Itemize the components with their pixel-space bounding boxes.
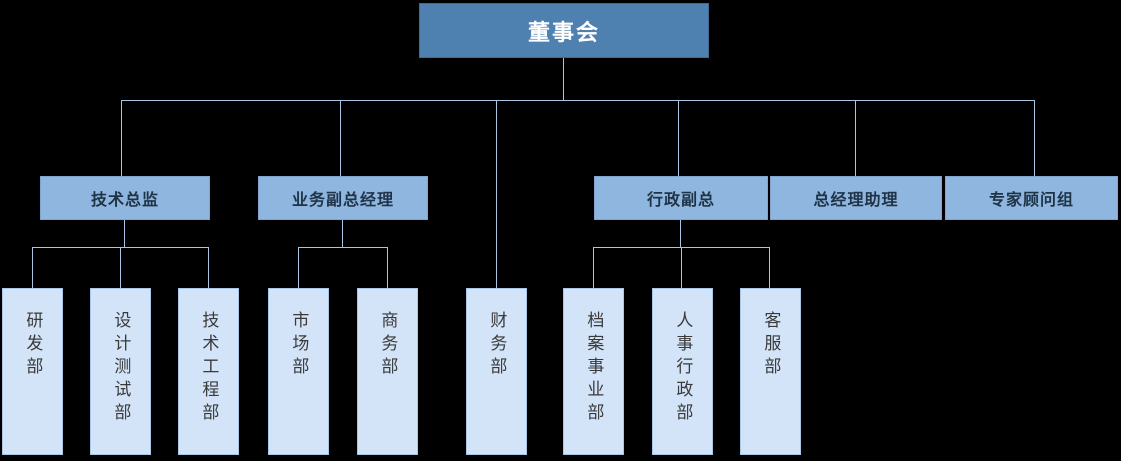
org-node-service-dept-label: 客服部 (761, 311, 781, 380)
org-node-rd-dept[interactable]: 研发部 (2, 288, 63, 455)
connector-drop-gm-assistant (855, 100, 856, 176)
org-node-tech-eng[interactable]: 技术工程部 (178, 288, 239, 455)
connector-drop-rd-dept (32, 247, 33, 288)
connector-drop-biz-vp (340, 100, 341, 176)
connector-stem-admin-vp (680, 220, 681, 247)
org-node-board[interactable]: 董事会 (419, 3, 709, 58)
org-node-business-dept[interactable]: 商务部 (357, 288, 418, 455)
org-node-finance-dept[interactable]: 财务部 (466, 288, 527, 455)
org-node-gm-assistant-label: 总经理助理 (813, 192, 899, 209)
org-node-tech-director-label: 技术总监 (90, 192, 159, 209)
org-node-tech-director[interactable]: 技术总监 (40, 176, 210, 220)
org-node-admin-vp-label: 行政副总 (646, 192, 715, 209)
org-node-gm-assistant[interactable]: 总经理助理 (770, 176, 942, 220)
org-node-design-test[interactable]: 设计测试部 (90, 288, 151, 455)
connector-stem-biz-vp (342, 220, 343, 247)
connector-root-bus (121, 100, 1034, 101)
connector-bus-biz-vp (298, 247, 388, 248)
connector-drop-admin-vp (678, 100, 679, 176)
org-node-biz-vp-label: 业务副总经理 (291, 192, 394, 209)
connector-drop-tech-eng (208, 247, 209, 288)
org-node-market-dept-label: 市场部 (289, 311, 309, 380)
org-node-tech-eng-label: 技术工程部 (199, 311, 219, 426)
org-node-market-dept[interactable]: 市场部 (268, 288, 329, 455)
org-node-biz-vp[interactable]: 业务副总经理 (258, 176, 428, 220)
org-node-design-test-label: 设计测试部 (111, 311, 131, 426)
connector-root-stem (563, 58, 564, 100)
org-node-board-label: 董事会 (527, 19, 600, 45)
connector-stem-tech-director (124, 220, 125, 247)
connector-drop-business-dept (387, 247, 388, 288)
org-node-expert-group-label: 专家顾问组 (988, 192, 1074, 209)
connector-drop-archive-dept (593, 247, 594, 288)
connector-drop-finance-dept (496, 100, 497, 288)
org-node-archive-dept[interactable]: 档案事业部 (563, 288, 624, 455)
connector-drop-hr-admin (681, 247, 682, 288)
org-node-hr-admin[interactable]: 人事行政部 (652, 288, 713, 455)
connector-drop-market-dept (298, 247, 299, 288)
org-node-archive-dept-label: 档案事业部 (584, 311, 604, 426)
connector-drop-expert-group (1034, 100, 1035, 176)
org-node-admin-vp[interactable]: 行政副总 (594, 176, 768, 220)
connector-drop-tech-director (121, 100, 122, 176)
org-node-hr-admin-label: 人事行政部 (673, 311, 693, 426)
org-node-rd-dept-label: 研发部 (23, 311, 43, 380)
org-node-business-dept-label: 商务部 (378, 311, 398, 380)
org-node-finance-dept-label: 财务部 (487, 311, 507, 380)
org-node-service-dept[interactable]: 客服部 (740, 288, 801, 455)
connector-drop-design-test (120, 247, 121, 288)
org-node-expert-group[interactable]: 专家顾问组 (945, 176, 1118, 220)
connector-drop-service-dept (769, 247, 770, 288)
